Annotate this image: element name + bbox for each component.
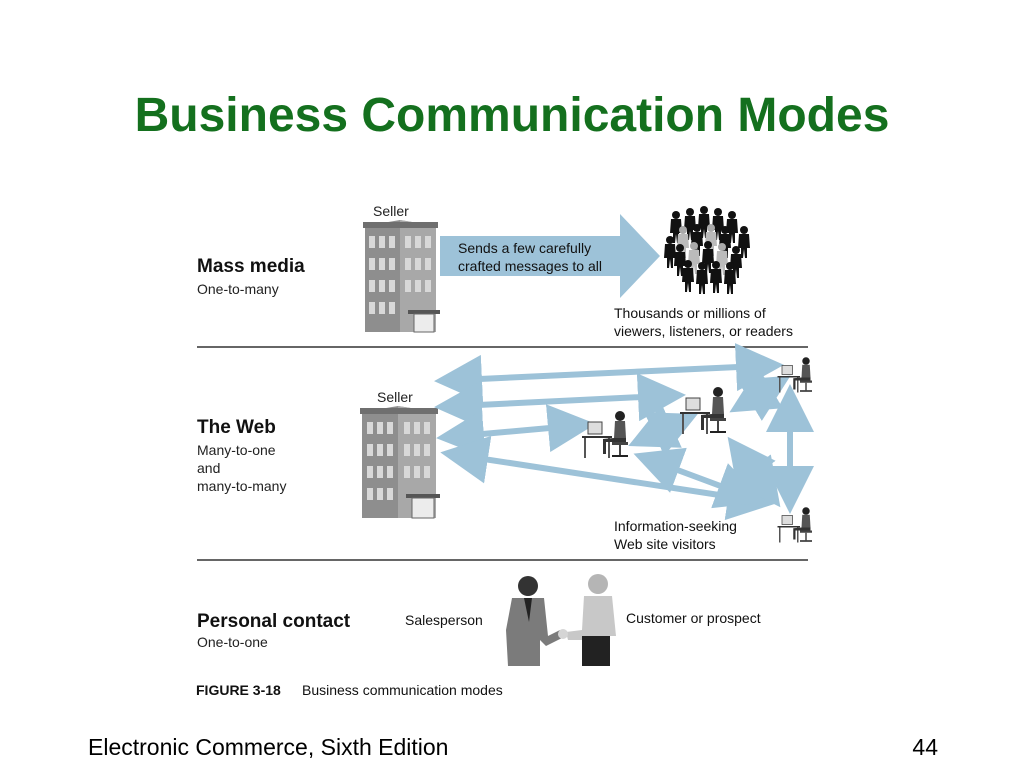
personal-contact-section: Personal contact One-to-one Salesperson … — [196, 574, 761, 698]
customer-label: Customer or prospect — [626, 610, 761, 626]
web-section: The Web Many-to-one and many-to-many Sel… — [197, 343, 814, 552]
web-heading: The Web — [197, 417, 276, 438]
visitor-workstation-icon — [776, 506, 813, 544]
audience-crowd-icon — [664, 206, 750, 294]
mass-media-heading: Mass media — [197, 256, 305, 277]
visitor-workstation-icon — [776, 356, 813, 394]
arrow-visitor-visitor-4 — [727, 436, 781, 508]
footer-book-title: Electronic Commerce, Sixth Edition — [88, 734, 449, 760]
web-arrows — [434, 343, 814, 521]
slide-title: Business Communication Modes — [134, 89, 890, 142]
salesperson-label: Salesperson — [405, 612, 483, 628]
page-number: 44 — [912, 734, 938, 760]
seller-label-top: Seller — [373, 203, 409, 219]
seller-building-icon — [363, 220, 440, 333]
visitor-workstation-icon — [581, 410, 629, 459]
mass-media-subtitle: One-to-many — [197, 281, 279, 297]
arrow-seller-visitor-mid — [434, 373, 686, 429]
personal-contact-subtitle: One-to-one — [197, 634, 268, 650]
web-subtitle: Many-to-one and many-to-many — [197, 442, 286, 494]
visitor-workstation-icon — [679, 386, 727, 435]
broadcast-arrow — [440, 214, 660, 298]
arrow-seller-visitor-top — [434, 343, 784, 403]
figure-caption: FIGURE 3-18 Business communication modes — [196, 682, 503, 698]
crowd-caption: Thousands or millions of viewers, listen… — [614, 305, 793, 339]
personal-contact-heading: Personal contact — [197, 611, 351, 632]
handshake-icon — [506, 574, 616, 666]
arrow-visitor-visitor-2 — [729, 367, 791, 421]
broadcast-arrow-text: Sends a few carefully crafted messages t… — [458, 240, 602, 274]
arrow-visitor-visitor-1 — [628, 404, 698, 456]
mass-media-section: Mass media One-to-many Seller Sends a fe… — [197, 203, 793, 339]
arrow-visitor-visitor-5 — [633, 447, 765, 509]
visitors-caption: Information-seeking Web site visitors — [614, 518, 741, 552]
arrow-seller-visitor-left — [436, 404, 596, 458]
web-seller-building-icon — [360, 406, 440, 519]
seller-label-web: Seller — [377, 389, 413, 405]
arrow-seller-visitor-bottom — [440, 435, 776, 521]
